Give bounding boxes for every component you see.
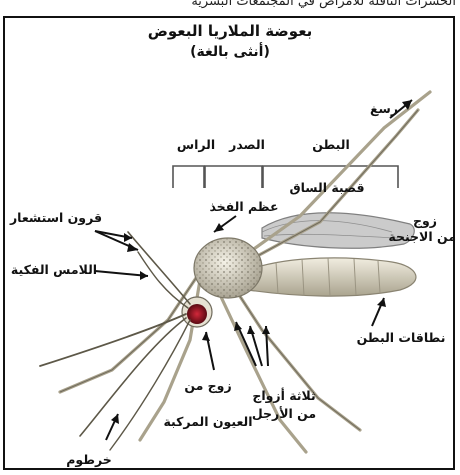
- abdomen: [248, 258, 416, 296]
- wings-label-1: زوج: [394, 213, 456, 229]
- section-thorax-label: الصدر: [222, 137, 272, 153]
- legs-label-1: ثلاثة أزواج: [244, 388, 324, 404]
- femur-label: عظم الفخذ: [204, 199, 284, 215]
- antennae-label: قرون استشعار: [6, 210, 106, 226]
- section-abdomen-label: البطن: [306, 137, 356, 153]
- tarsus-label: رسغ: [364, 101, 404, 117]
- palps-label: اللامس الفكية: [6, 262, 102, 278]
- abdomen-bands-label: نطاقات البطن: [348, 330, 454, 346]
- thorax: [194, 238, 262, 298]
- legs-label-2: من الأرجل: [244, 406, 324, 422]
- section-head-label: الراس: [176, 137, 216, 153]
- head: [182, 297, 212, 327]
- diagram-title: بعوضة الملاريا البعوض: [0, 22, 460, 40]
- wings-label-2: من الاجنحة: [394, 229, 456, 245]
- diagram-subtitle: (أنثى بالغة): [0, 44, 460, 60]
- proboscis-label: خرطوم: [54, 452, 124, 468]
- eyes-label-2: العيون المركبة: [160, 414, 256, 430]
- eyes-label-1: زوج من: [168, 378, 248, 394]
- tibia-label: قصبة الساق: [282, 180, 372, 196]
